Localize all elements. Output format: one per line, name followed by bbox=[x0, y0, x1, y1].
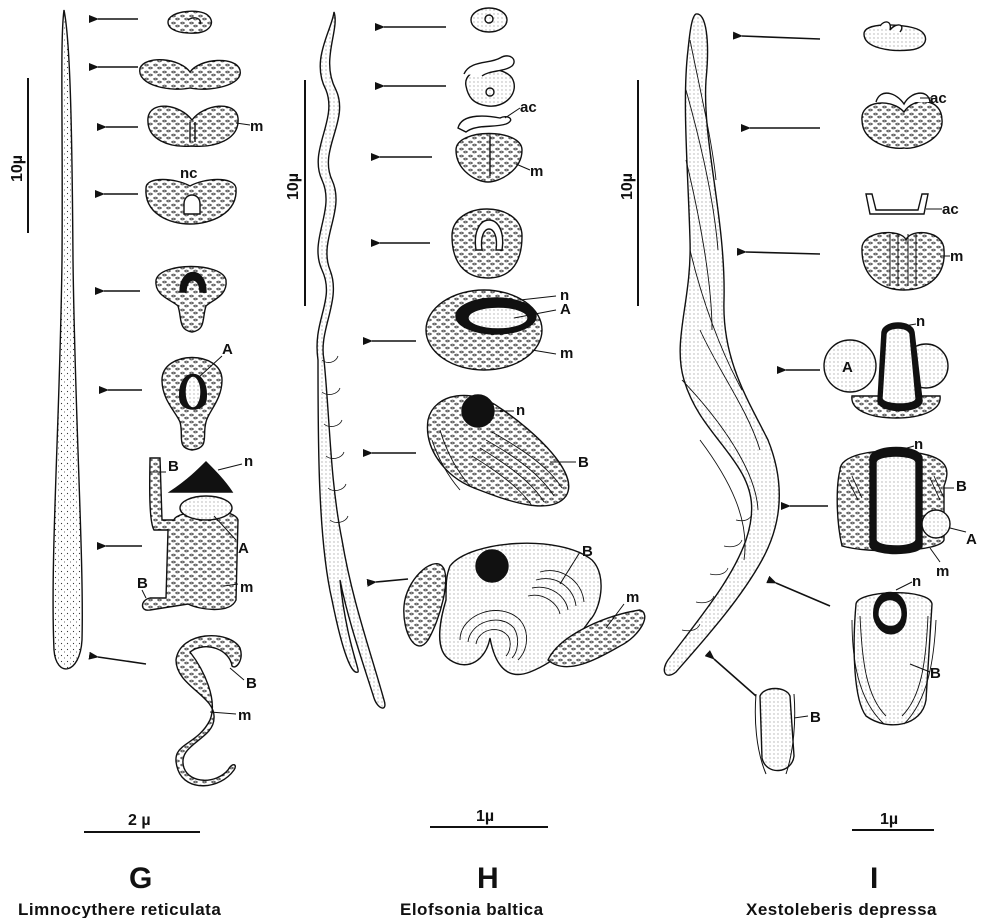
panel-i-cross-section-3 bbox=[866, 194, 942, 214]
panel-h-label-a: A bbox=[560, 301, 571, 318]
panel-i-label-ac-1: ac bbox=[930, 90, 947, 107]
panel-h-species-name: Elofsonia baltica bbox=[400, 900, 544, 918]
panel-g-cross-section-7 bbox=[142, 458, 242, 610]
panel-i-sperm-body bbox=[664, 14, 779, 675]
panel-h-cross-section-6 bbox=[427, 395, 576, 506]
panel-i-scale-label-long: 10µ bbox=[619, 173, 636, 200]
panel-i-cross-section-6 bbox=[837, 446, 966, 562]
panel-i-cross-section-8 bbox=[755, 689, 808, 775]
panel-h-cross-section-7 bbox=[404, 543, 645, 674]
panel-g-cross-section-8 bbox=[176, 636, 244, 786]
panel-i-label-b-2: B bbox=[930, 665, 941, 682]
panel-g-cross-section-6 bbox=[162, 356, 222, 450]
panel-h-scale-label-long: 10µ bbox=[285, 173, 302, 200]
panel-h-cross-section-1 bbox=[471, 8, 507, 32]
panel-g-label-a-2: A bbox=[238, 540, 249, 557]
panel-i-label-n-2: n bbox=[914, 436, 923, 453]
panel-i bbox=[638, 14, 966, 830]
panel-h-label-b-1: B bbox=[578, 454, 589, 471]
panel-g-cross-section-4 bbox=[146, 180, 236, 225]
panel-h-label-m-2: m bbox=[560, 345, 573, 362]
panel-i-letter: I bbox=[870, 862, 878, 895]
panel-i-label-a-1: A bbox=[842, 359, 853, 376]
panel-g-label-n: n bbox=[244, 453, 253, 470]
panel-h-label-ac: ac bbox=[520, 99, 537, 116]
panel-i-label-a-2: A bbox=[966, 531, 977, 548]
panel-i-cross-section-7 bbox=[852, 582, 936, 725]
panel-i-label-b-3: B bbox=[810, 709, 821, 726]
panel-h-arrows bbox=[372, 27, 446, 582]
panel-g-label-m-3: m bbox=[238, 707, 251, 724]
panel-h-sperm-body bbox=[317, 12, 385, 708]
panel-i-cross-section-1 bbox=[864, 22, 926, 51]
panel-h-label-b-2: B bbox=[582, 543, 593, 560]
panel-g-label-a-1: A bbox=[222, 341, 233, 358]
panel-i-label-n-3: n bbox=[912, 573, 921, 590]
panel-i-label-n-1: n bbox=[916, 313, 925, 330]
panel-g-arrows bbox=[98, 19, 146, 664]
panel-g-sperm-body bbox=[53, 10, 82, 669]
panel-i-label-b-1: B bbox=[956, 478, 967, 495]
panel-g-scale-label-short: 2 µ bbox=[128, 812, 151, 829]
panel-g-label-m-1: m bbox=[250, 118, 263, 135]
panel-g-label-m-2: m bbox=[240, 579, 253, 596]
panel-h-cross-section-2 bbox=[464, 56, 514, 106]
panel-g-cross-section-1 bbox=[168, 11, 211, 33]
panel-g-cross-section-2 bbox=[140, 60, 241, 89]
panel-h-label-m-1: m bbox=[530, 163, 543, 180]
panel-h-cross-section-4 bbox=[452, 209, 522, 278]
panel-g-species-name: Limnocythere reticulata bbox=[18, 900, 221, 918]
panel-i-scale-label-short: 1µ bbox=[880, 811, 898, 828]
panel-g-label-nc: nc bbox=[180, 165, 198, 182]
panel-i-species-name: Xestoleberis depressa bbox=[746, 900, 937, 918]
panel-i-label-ac-2: ac bbox=[942, 201, 959, 218]
panel-g-cross-section-5 bbox=[156, 267, 226, 333]
panel-h bbox=[305, 8, 645, 827]
panel-g-scale-label-long: 10µ bbox=[9, 155, 26, 182]
panel-i-label-m-2: m bbox=[936, 563, 949, 580]
panel-g bbox=[28, 10, 250, 832]
panel-g-cross-section-3 bbox=[148, 106, 250, 146]
panel-i-cross-section-4 bbox=[862, 233, 950, 290]
panel-h-label-n-2: n bbox=[516, 402, 525, 419]
panel-h-scale-label-short: 1µ bbox=[476, 808, 494, 825]
panel-h-cross-section-3 bbox=[456, 108, 530, 182]
panel-h-label-m-3: m bbox=[626, 589, 639, 606]
panel-g-label-b-1: B bbox=[168, 458, 179, 475]
panel-g-label-b-2: B bbox=[137, 575, 148, 592]
panel-h-cross-section-5 bbox=[426, 290, 556, 370]
panel-g-letter: G bbox=[129, 862, 152, 895]
panel-h-letter: H bbox=[477, 862, 499, 895]
panel-i-label-m-1: m bbox=[950, 248, 963, 265]
panel-g-label-b-3: B bbox=[246, 675, 257, 692]
